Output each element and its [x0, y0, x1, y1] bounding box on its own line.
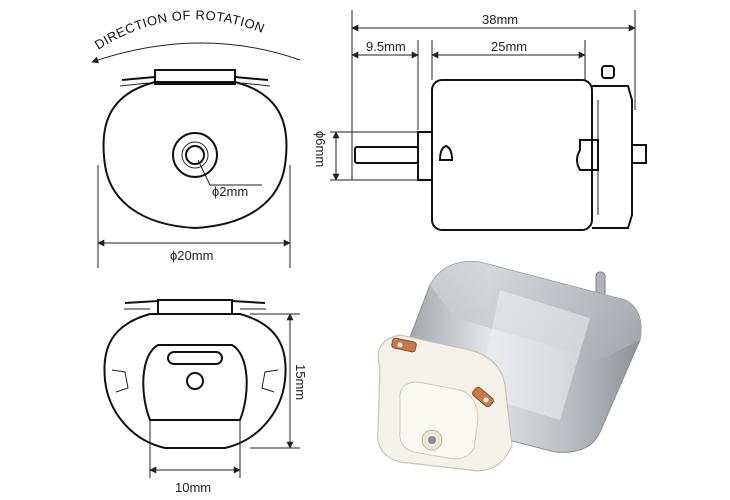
side-body [431, 79, 593, 231]
motor-body-outline [102, 81, 288, 230]
motor-photo [377, 260, 642, 472]
shaft-diameter-label: ϕ2mm [212, 184, 248, 199]
body-length-label: 25mm [491, 39, 527, 54]
width-label: 10mm [175, 480, 211, 495]
front-view: DIRECTION OF ROTATION ϕ2mm ϕ20mm [91, 7, 301, 268]
rear-body-outline [103, 313, 287, 449]
rear-shaft [186, 372, 204, 390]
height-label: 15mm [293, 364, 308, 400]
rear-bearing [631, 144, 647, 164]
boss-diameter-label: ϕ6mm [313, 131, 328, 167]
photo-terminal-left [391, 337, 417, 353]
front-boss [417, 131, 433, 181]
shaft-end [185, 145, 205, 165]
side-view: 38mm 9.5mm 25mm ϕ6mm [313, 10, 647, 231]
right-terminal [234, 76, 269, 81]
left-terminal [121, 76, 156, 81]
photo-rear-shaft [428, 436, 436, 444]
bearing-ring [172, 132, 218, 178]
rear-view: 15mm 10mm [103, 299, 308, 495]
rotation-arrow [91, 42, 301, 64]
body-diameter-label: ϕ20mm [170, 248, 213, 263]
rear-slot [167, 351, 223, 365]
shaft-length-label: 9.5mm [366, 39, 406, 54]
rear-terminal-block [157, 299, 233, 315]
photo-terminal-right [472, 386, 494, 408]
side-shaft [354, 146, 419, 164]
overall-length-label: 38mm [482, 12, 518, 27]
terminal-tab [601, 65, 615, 79]
rear-end-cap [142, 344, 248, 421]
